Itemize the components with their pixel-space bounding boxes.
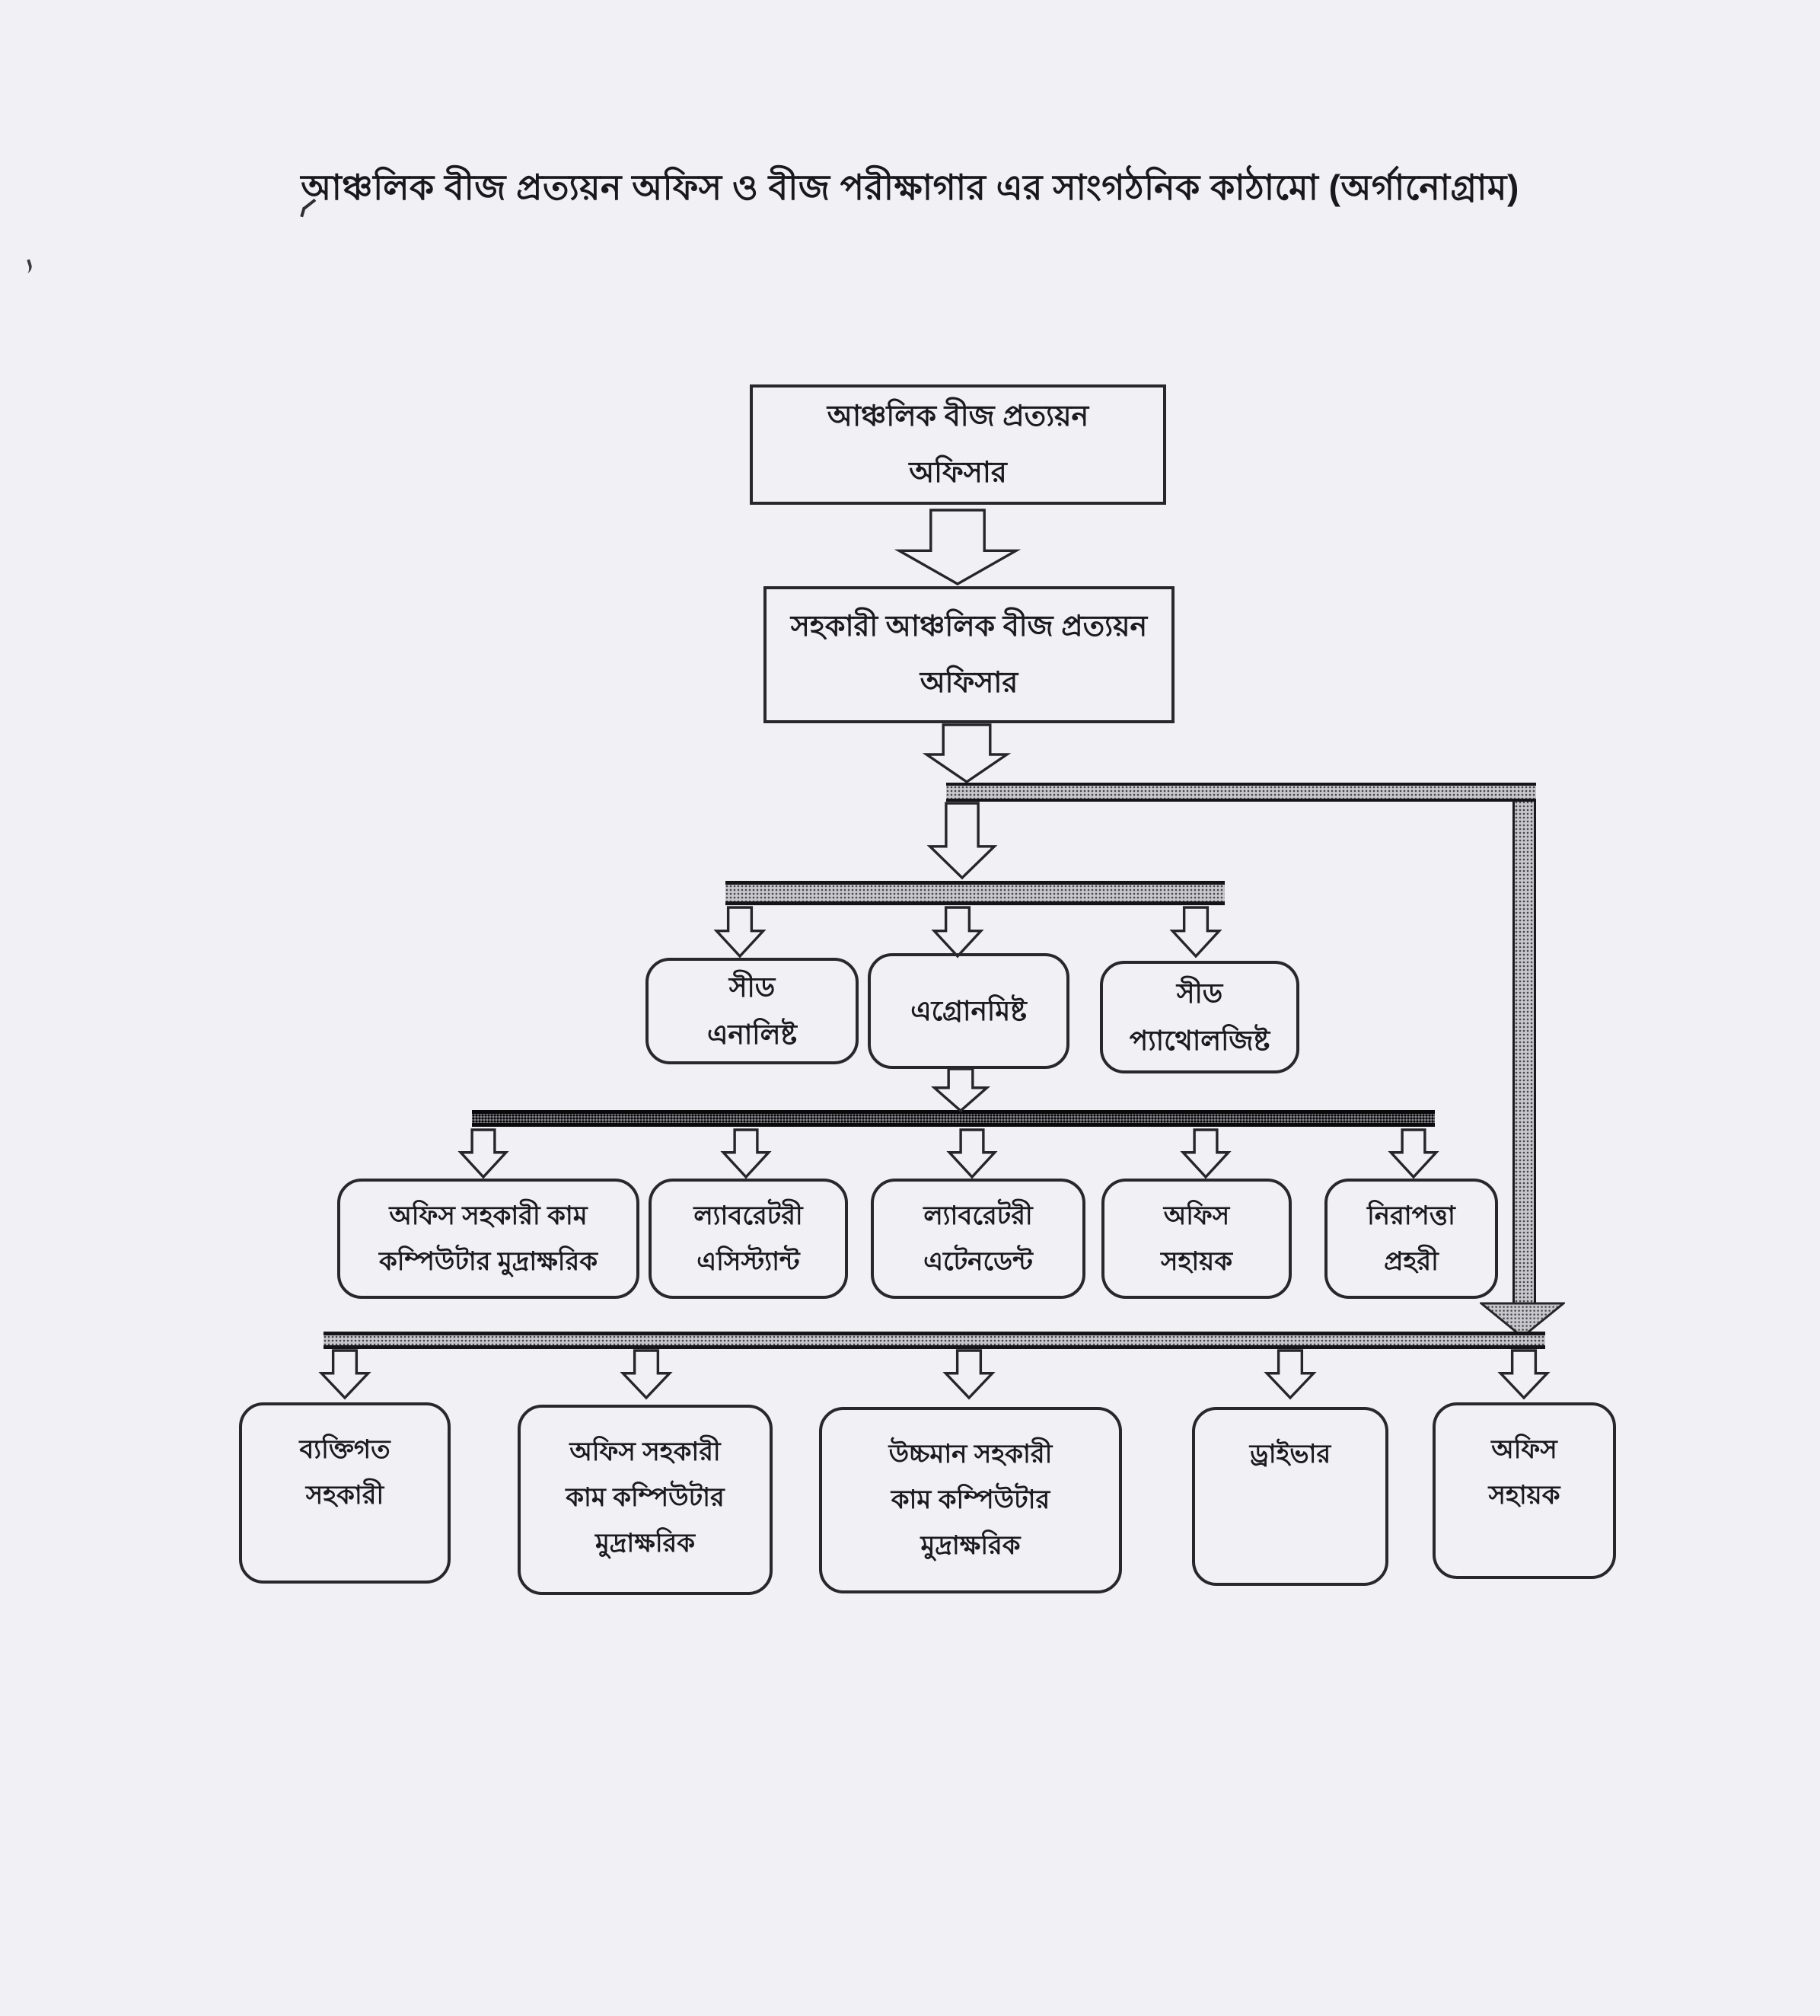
node-laboratory-assistant: ল্যাবরেটরী এসিস্ট্যান্ট: [649, 1179, 848, 1299]
node-label: এগ্রোনমিষ্ট: [910, 995, 1027, 1026]
node-label: নিরাপত্তা প্রহরী: [1367, 1201, 1455, 1276]
node-regional-seed-certification-officer: আঞ্চলিক বীজ প্রত্যয়ন অফিসার: [750, 384, 1166, 505]
down-arrow-icon: [945, 1351, 993, 1398]
node-personal-assistant: ব্যক্তিগত সহকারী: [239, 1402, 451, 1584]
down-arrow-icon: [1266, 1351, 1315, 1398]
down-arrow-icon: [933, 908, 982, 956]
down-arrow-icon: [1171, 908, 1220, 956]
node-label: অফিস সহকারী কাম কম্পিউটার মুদ্রাক্ষরিক: [566, 1437, 725, 1558]
node-label: সীড প্যাথোলজিষ্ট: [1129, 978, 1270, 1056]
page-title: আঞ্চলিক বীজ প্রত্যয়ন অফিস ও বীজ পরীক্ষা…: [301, 167, 1519, 207]
node-office-helper-lab: অফিস সহায়ক: [1101, 1179, 1292, 1299]
node-label: অফিস সহায়ক: [1488, 1435, 1560, 1510]
node-label: ড্রাইভার: [1249, 1440, 1331, 1469]
down-arrow-icon: [1500, 1351, 1548, 1398]
node-label: ল্যাবরেটরী এসিস্ট্যান্ট: [693, 1201, 803, 1276]
node-label: সীড এনালিষ্ট: [706, 971, 798, 1050]
node-office-helper-office: অফিস সহায়ক: [1433, 1402, 1616, 1579]
down-arrow-icon: [722, 1130, 770, 1177]
connector-bar-level5: [324, 1332, 1545, 1349]
down-arrow-icon: [925, 725, 1009, 782]
node-security-guard: নিরাপত্তা প্রহরী: [1324, 1179, 1498, 1299]
down-arrow-icon: [320, 1351, 369, 1398]
node-label: অফিস সহকারী কাম কম্পিউটার মুদ্রাক্ষরিক: [378, 1201, 598, 1276]
pen-mark-icon: [19, 259, 34, 275]
node-driver: ড্রাইভার: [1192, 1407, 1388, 1586]
down-arrow-icon: [716, 908, 764, 956]
node-assistant-regional-seed-certification-officer: সহকারী আঞ্চলিক বীজ প্রত্যয়ন অফিসার: [763, 586, 1175, 723]
node-label: সহকারী আঞ্চলিক বীজ প্রত্যয়ন অফিসার: [790, 611, 1148, 699]
node-seed-pathologist: সীড প্যাথোলজিষ্ট: [1100, 961, 1299, 1073]
down-arrow-icon: [460, 1130, 507, 1177]
down-arrow-icon: [933, 1069, 988, 1111]
connector-bar-top: [946, 783, 1536, 802]
node-label: আঞ্চলিক বীজ প্রত্যয়ন অফিসার: [827, 400, 1089, 489]
down-arrow-icon: [1182, 1130, 1229, 1177]
node-label: ব্যক্তিগত সহকারী: [299, 1435, 390, 1510]
down-arrow-icon: [929, 803, 996, 878]
down-arrow-icon: [622, 1351, 671, 1398]
node-seed-analyst: সীড এনালিষ্ট: [645, 958, 859, 1064]
connector-bar-level4: [472, 1110, 1435, 1127]
node-office-assistant-cum-computer-typist-lab: অফিস সহকারী কাম কম্পিউটার মুদ্রাক্ষরিক: [337, 1179, 639, 1299]
node-label: অফিস সহায়ক: [1161, 1201, 1232, 1276]
node-label: উচ্চমান সহকারী কাম কম্পিউটার মুদ্রাক্ষরি…: [888, 1440, 1053, 1560]
connector-elbow-vertical-bar: [1512, 786, 1536, 1303]
big-down-arrowhead-icon: [1480, 1302, 1565, 1338]
down-arrow-icon: [1390, 1130, 1437, 1177]
node-label: ল্যাবরেটরী এটেনডেন্ট: [923, 1201, 1033, 1276]
node-higher-grade-assistant-cum-computer-typist: উচ্চমান সহকারী কাম কম্পিউটার মুদ্রাক্ষরি…: [819, 1407, 1122, 1593]
node-office-assistant-cum-computer-typist-office: অফিস সহকারী কাম কম্পিউটার মুদ্রাক্ষরিক: [518, 1405, 773, 1595]
node-laboratory-attendant: ল্যাবরেটরী এটেনডেন্ট: [871, 1179, 1085, 1299]
down-arrow-icon: [948, 1130, 996, 1177]
node-agronomist: এগ্রোনমিষ্ট: [868, 953, 1069, 1069]
down-arrow-icon: [897, 510, 1018, 584]
connector-bar-level3: [725, 881, 1225, 905]
